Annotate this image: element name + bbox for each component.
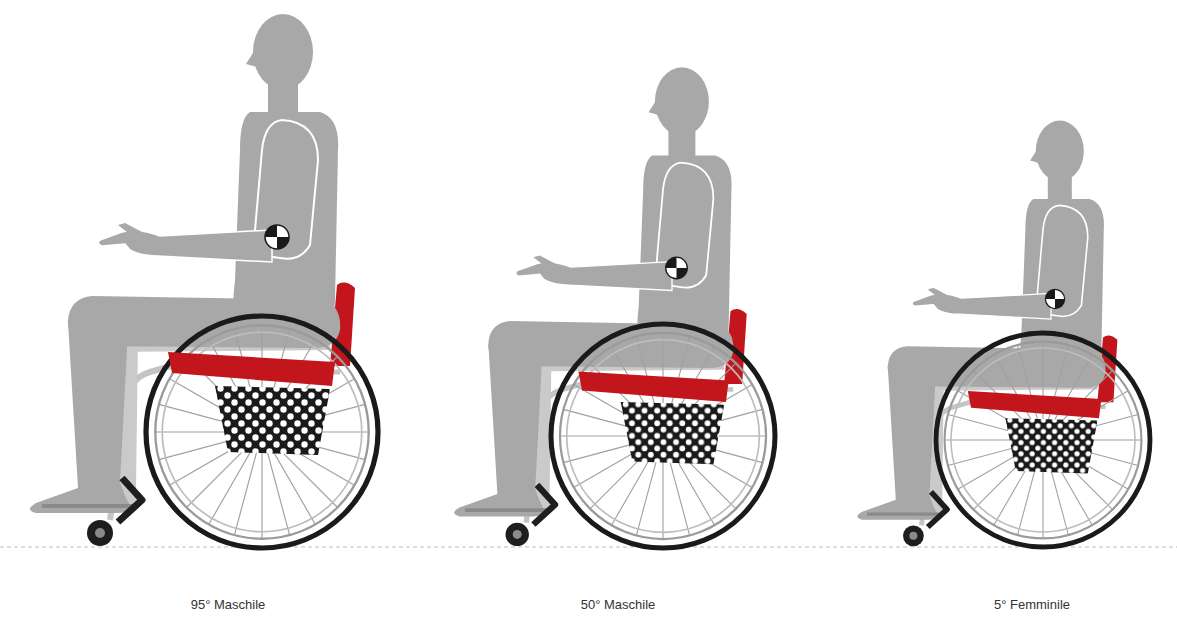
chair-front [42, 352, 335, 546]
figure-5-female [857, 121, 1150, 547]
ground-line [0, 547, 1177, 548]
chair-front [867, 391, 1101, 546]
caption-slot: 5° Femminile [994, 597, 1070, 613]
percentile-label: 95° Maschile [191, 597, 266, 613]
figure-50-male [454, 67, 775, 548]
caption-slot: 95° Maschile [191, 597, 266, 613]
figure-95-male [30, 14, 378, 548]
chair-front [465, 372, 729, 547]
caption-slot: 50° Maschile [581, 597, 656, 613]
percentile-label: 50° Maschile [581, 597, 656, 613]
percentile-label: 5° Femminile [994, 597, 1070, 613]
